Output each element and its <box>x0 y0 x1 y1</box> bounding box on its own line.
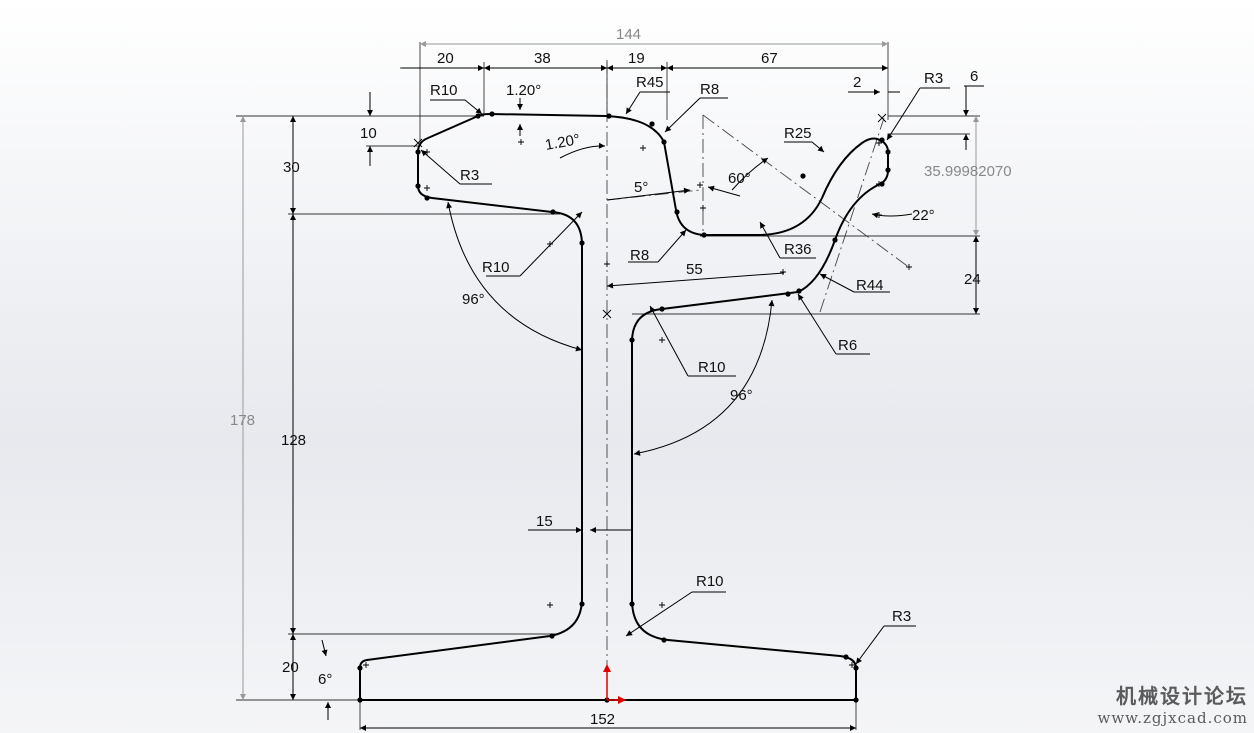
dim-angle-6[interactable]: 6° <box>318 671 332 688</box>
dim-top-19[interactable]: 19 <box>628 50 645 67</box>
dim-angle-5[interactable]: 5° <box>634 179 648 196</box>
dim-h-10[interactable]: 10 <box>360 125 377 142</box>
leader-lines <box>420 87 950 665</box>
dim-r10-right[interactable]: R10 <box>698 359 726 376</box>
dim-r8-low[interactable]: R8 <box>630 247 649 264</box>
dim-r44[interactable]: R44 <box>856 277 884 294</box>
dim-overall-height[interactable]: 178 <box>230 412 255 429</box>
watermark: 机械设计论坛 www.zgjxcad.com <box>1098 680 1249 727</box>
dim-h-30[interactable]: 30 <box>283 159 300 176</box>
dimension-lines <box>240 41 984 731</box>
dim-r6[interactable]: R6 <box>838 337 857 354</box>
dim-h-24[interactable]: 24 <box>964 271 981 288</box>
dim-angle-top[interactable]: 1.20° <box>506 82 541 99</box>
watermark-name: 机械设计论坛 <box>1116 684 1248 708</box>
dim-decimal[interactable]: 35.99982070 <box>924 163 1012 180</box>
dim-r3-bottom[interactable]: R3 <box>892 608 911 625</box>
dim-r8-top[interactable]: R8 <box>700 81 719 98</box>
dim-angle-96-right[interactable]: 96° <box>730 387 753 404</box>
sketch-vertices <box>357 111 891 703</box>
dim-angle-22[interactable]: 22° <box>912 207 935 224</box>
rail-profile-outline[interactable] <box>359 113 889 701</box>
dim-r10-top[interactable]: R10 <box>430 82 458 99</box>
extension-lines <box>236 42 980 730</box>
dim-r45[interactable]: R45 <box>636 74 664 91</box>
dim-angle-96-left[interactable]: 96° <box>462 291 485 308</box>
dim-small-6[interactable]: 6 <box>970 68 978 85</box>
dim-r3-right[interactable]: R3 <box>924 70 943 87</box>
construction-lines <box>606 60 911 700</box>
dim-r36[interactable]: R36 <box>784 241 812 258</box>
dim-h-128[interactable]: 128 <box>281 432 306 449</box>
dim-small-2[interactable]: 2 <box>853 74 861 91</box>
dim-r3-left[interactable]: R3 <box>460 167 479 184</box>
dim-r10-left[interactable]: R10 <box>482 259 510 276</box>
dimension-text: 144 20 38 19 67 2 6 R10 1.20° R45 R8 R3 … <box>230 26 1012 728</box>
dim-angle-60[interactable]: 60° <box>728 170 751 187</box>
dim-base-width[interactable]: 152 <box>590 711 615 728</box>
origin-axis <box>603 664 626 704</box>
dim-r25[interactable]: R25 <box>784 125 812 142</box>
watermark-url: www.zgjxcad.com <box>1097 709 1248 727</box>
dim-r10-bottom[interactable]: R10 <box>696 573 724 590</box>
dim-top-20[interactable]: 20 <box>437 50 454 67</box>
dim-h-20[interactable]: 20 <box>282 659 299 676</box>
dim-top-38[interactable]: 38 <box>534 50 551 67</box>
dim-web-15[interactable]: 15 <box>536 513 553 530</box>
dim-angle-mid[interactable]: 1.20° <box>544 131 582 154</box>
dim-overall-width[interactable]: 144 <box>616 26 641 43</box>
dim-top-67[interactable]: 67 <box>761 50 778 67</box>
dim-55[interactable]: 55 <box>686 261 703 278</box>
